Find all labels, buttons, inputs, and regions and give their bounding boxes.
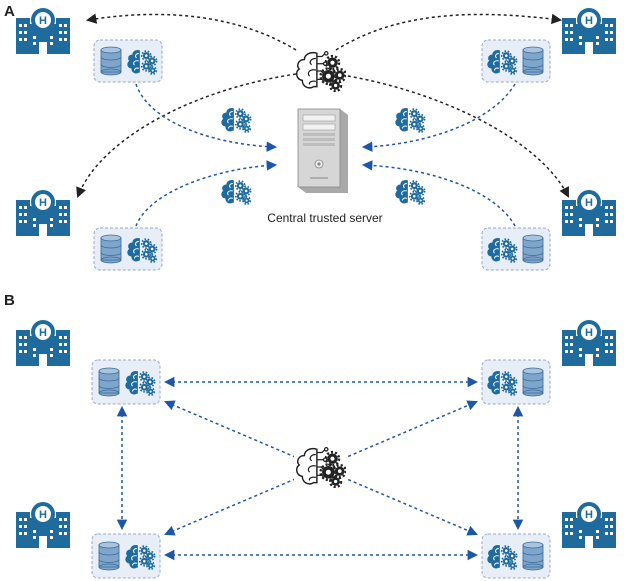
database-icon [100, 234, 122, 264]
peer-node-bottom-left [91, 533, 161, 579]
arrow-to-hospital-bottom-left [76, 73, 297, 198]
arrow-to-hospital-top-right [335, 13, 563, 51]
hospital-icon [562, 320, 616, 366]
hospital-icon [562, 190, 616, 236]
upload-arrow-top-right [361, 83, 516, 152]
database-icon [522, 46, 544, 76]
server-caption: Central trusted server [267, 211, 382, 225]
database-icon [522, 367, 544, 397]
global-model-distribution-arrows [76, 13, 569, 198]
hospital-icon [16, 502, 70, 548]
server-tower-icon [297, 108, 348, 194]
local-node-bottom-left [93, 227, 163, 271]
panel-b-label: B [4, 292, 15, 309]
brain-gear-icon [394, 179, 426, 206]
brain-gear-icon [220, 107, 252, 134]
hospital-icon [16, 8, 70, 54]
brain-gear-icon [220, 179, 252, 206]
hospital-icon [16, 190, 70, 236]
peer-node-top-right [481, 359, 551, 405]
upload-arrow-bottom-right [361, 160, 516, 227]
local-node-top-left [93, 39, 163, 83]
local-node-top-right [481, 39, 551, 83]
arrow-to-hospital-bottom-right [335, 73, 569, 198]
brain-circuit-gear-icon [295, 50, 346, 92]
hospital-icon [16, 320, 70, 366]
hospital-icon [562, 502, 616, 548]
database-icon [522, 541, 544, 571]
upload-arrow-top-left [135, 83, 278, 152]
database-icon [98, 541, 120, 571]
database-icon [98, 367, 120, 397]
hospital-icon [562, 8, 616, 54]
panel-a-label: A [4, 3, 15, 20]
peer-node-top-left [91, 359, 161, 405]
peer-node-bottom-right [481, 533, 551, 579]
database-icon [522, 234, 544, 264]
database-icon [100, 46, 122, 76]
upload-arrow-bottom-left [135, 160, 278, 227]
local-node-bottom-right [481, 227, 551, 271]
brain-gear-icon [394, 107, 426, 134]
local-model-upload-arrows [135, 83, 516, 227]
